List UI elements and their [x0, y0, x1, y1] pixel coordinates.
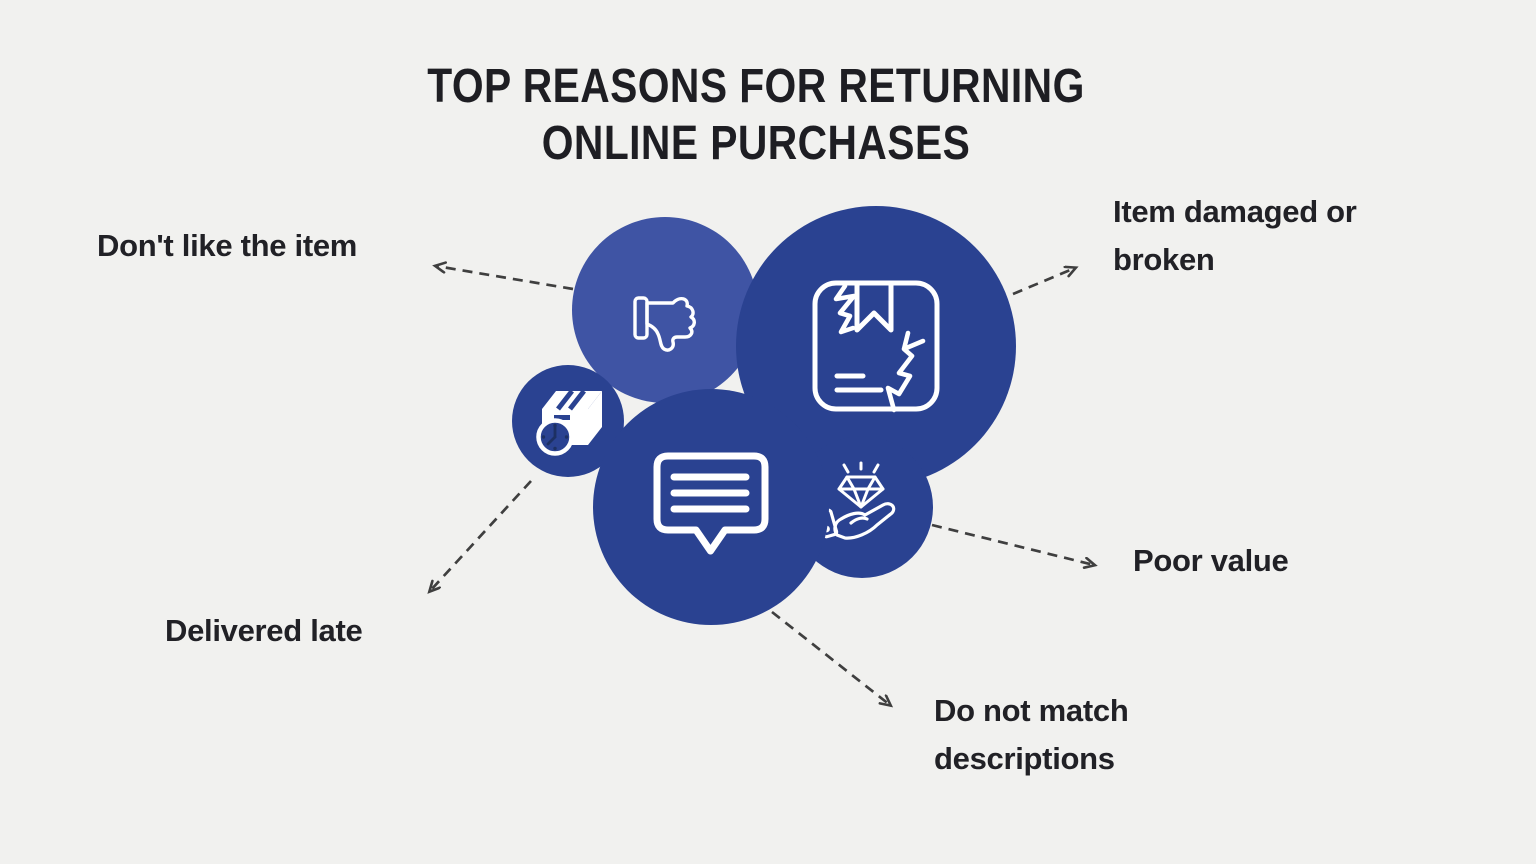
chat-bubble-icon: [653, 452, 769, 555]
label-item-damaged-or-broken: Item damaged or broken: [1113, 194, 1357, 277]
thumbs-down-icon: [633, 296, 696, 352]
bubble-dont-like-item: [572, 217, 758, 403]
page-title: TOP REASONS FOR RETURNING ONLINE PURCHAS…: [427, 58, 1084, 172]
page-title-line2: ONLINE PURCHASES: [541, 117, 971, 170]
damaged-package-icon: [812, 280, 940, 413]
arrow-poor-value: [931, 523, 1094, 565]
diamond-in-hand-icon: [817, 461, 896, 540]
label-do-not-match-descriptions: Do not match descriptions: [934, 693, 1129, 776]
arrow-delivered-late: [430, 480, 532, 591]
arrow-do-not-match-descriptions: [771, 610, 890, 705]
page-title-line1: TOP REASONS FOR RETURNING: [427, 60, 1085, 113]
bubble-do-not-match: [593, 389, 829, 625]
label-poor-value: Poor value: [1133, 543, 1289, 578]
package-clock-icon: [536, 389, 602, 456]
arrow-dont-like-item: [436, 266, 574, 291]
label-dont-like-item: Don't like the item: [97, 228, 358, 263]
arrow-item-damaged-or-broken: [1012, 268, 1075, 296]
label-delivered-late: Delivered late: [165, 613, 363, 648]
